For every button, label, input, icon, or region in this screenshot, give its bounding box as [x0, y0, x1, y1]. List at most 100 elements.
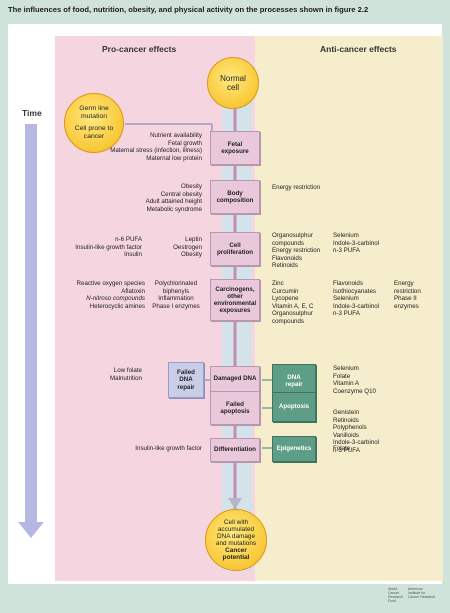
damaged-label: Damaged DNA — [213, 375, 257, 383]
germ-line-text-2: mutation — [80, 113, 108, 121]
footer-5: American — [407, 587, 423, 591]
central-arrow-head — [228, 498, 242, 509]
pro-prolif-a-3: Insulin — [124, 251, 142, 259]
pro-prolif-list-a: n-6 PUFA Insulin-like growth factor Insu… — [75, 236, 142, 259]
pro-body-2: Central obesity — [160, 190, 202, 198]
pro-damaged-list: Low folate Malnutrition — [110, 367, 142, 382]
dna-repair-2: repair — [285, 381, 303, 388]
anti-apoptosis-6: n-3 PUFA — [333, 446, 360, 454]
pro-carcin-b-1: Polychlorinated — [154, 280, 198, 287]
time-label: Time — [22, 108, 42, 118]
footer-7: Cancer Research — [407, 594, 436, 599]
apoptosis-box: Apoptosis — [272, 392, 316, 422]
pro-fetal-list: Nutrient availability Fetal growth Mater… — [110, 132, 202, 162]
aicr-logo: American Institute for Cancer Research — [407, 587, 436, 600]
pro-body-1: Obesity — [181, 183, 202, 190]
pro-carcin-b-4: Phase I enzymes — [152, 302, 200, 310]
normal-cell-circle: Normal cell — [207, 57, 259, 109]
pro-fetal-3: Maternal stress (infection, illness) — [110, 147, 202, 155]
anti-cancer-column — [255, 36, 443, 581]
pro-fetal-2: Fetal growth — [167, 139, 202, 147]
carcinogens-box: Carcinogens, other environmental exposur… — [210, 279, 260, 321]
title-bar — [0, 0, 450, 22]
germ-line-text-4: cancer — [83, 132, 105, 140]
failed-repair-1: Failed — [177, 369, 195, 377]
anti-apoptosis-1: Genistein — [333, 409, 360, 416]
germ-line-text-3: Cell prone to — [74, 124, 114, 132]
anti-epigenetics-list: Folate — [333, 445, 350, 453]
pro-prolif-a-1: n-6 PUFA — [115, 236, 142, 243]
anti-carcin-c-1: Energy — [394, 280, 414, 287]
final-cell-line-1: Cell with — [223, 518, 249, 526]
anti-cancer-header: Anti-cancer effects — [320, 44, 397, 54]
footer-6: Institute for — [407, 590, 426, 595]
anti-carcin-c-3: Phase II — [394, 295, 417, 303]
pro-prolif-b-3: Obesity — [181, 251, 202, 259]
pro-prolif-b-2: Oestrogen — [173, 243, 202, 251]
anti-dna-repair-list: Selenium Folate Vitamin A Coenzyme Q10 — [333, 365, 376, 395]
pro-carcin-list-b: Polychlorinated biphenyls Inflammation P… — [148, 280, 204, 310]
pro-carcin-a-1: Reactive oxygen species — [76, 280, 145, 287]
anti-dna-repair-3: Vitamin A — [333, 380, 360, 388]
footer-1: World — [388, 587, 398, 591]
process-track — [222, 96, 252, 571]
pro-diff-1: Insulin-like growth factor — [135, 445, 202, 452]
anti-carcin-list-a: Zinc Curcumin Lycopene Vitamin A, E, C O… — [272, 280, 314, 325]
cell-proliferation-box: Cell proliferation — [210, 232, 260, 266]
anti-body-1: Energy restriction — [272, 184, 321, 191]
failed-apop-label-2: apoptosis — [220, 408, 250, 415]
fetal-label-1: Fetal — [227, 140, 243, 148]
pro-prolif-a-2: Insulin-like growth factor — [75, 243, 142, 251]
final-cell-line-5: Cancer — [225, 547, 247, 555]
prolif-label-1: Cell — [229, 241, 241, 249]
prolif-label-2: proliferation — [216, 249, 254, 256]
pro-carcin-list-a: Reactive oxygen species Aflatoxin N-nitr… — [77, 280, 145, 310]
anti-prolif-list-a: Organosulphur compounds Energy restricti… — [272, 232, 320, 270]
anti-dna-repair-4: Coenzyme Q10 — [333, 387, 376, 395]
pro-carcin-b-3: Inflammation — [158, 295, 194, 303]
anti-carcin-list-b: Flavonoids Isothiocyanates Selenium Indo… — [333, 280, 379, 318]
pro-diff-list: Insulin-like growth factor — [135, 445, 202, 453]
epigenetics-label: Epigenetics — [276, 445, 312, 453]
anti-carcin-a-2: Curcumin — [272, 287, 299, 295]
pro-body-3: Adult attained height — [145, 198, 202, 206]
carcin-label-3: environmental — [213, 300, 257, 307]
normal-cell-line-1: Normal — [220, 74, 246, 83]
epigenetics-box: Epigenetics — [272, 436, 316, 462]
carcin-label-1: Carcinogens, — [215, 285, 255, 293]
final-cell-line-2: accumulated — [217, 525, 255, 533]
anti-carcin-c-4: enzymes — [394, 302, 419, 310]
fetal-label-2: exposure — [221, 148, 249, 155]
germ-line-text-1: Germ line — [79, 105, 109, 113]
anti-carcin-b-1: Flavonoids — [333, 280, 363, 287]
pro-damaged-1: Low folate — [113, 367, 142, 374]
anti-body-list: Energy restriction — [272, 184, 320, 192]
fetal-exposure-box: Fetal exposure — [210, 131, 260, 165]
final-cell-line-3: DNA damage — [216, 532, 255, 540]
anti-dna-repair-2: Folate — [333, 372, 351, 380]
final-cell-line-4: and mutations — [215, 540, 257, 547]
anti-carcin-b-2: Isothiocyanates — [333, 287, 376, 295]
pro-fetal-4: Maternal low protein — [146, 154, 202, 162]
anti-epigenetics-1: Folate — [333, 445, 351, 452]
pro-prolif-b-1: Leptin — [185, 236, 202, 243]
differentiation-box: Differentiation — [210, 438, 260, 462]
footer-4: Fund — [388, 598, 396, 603]
anti-prolif-a-1: Organosulphur — [272, 232, 313, 239]
footer-3: Research — [388, 594, 403, 599]
pro-carcin-a-4: Heterocyclic amines — [89, 302, 145, 310]
pro-carcin-a-2: Aflatoxin — [121, 287, 145, 295]
anti-carcin-b-4: Indole-3-carbinol — [333, 302, 380, 310]
cancer-potential-circle: Cell with accumulated DNA damage and mut… — [205, 509, 267, 571]
anti-apoptosis-2: Retinoids — [333, 416, 359, 424]
anti-carcin-a-4: Vitamin A, E, C — [272, 302, 314, 310]
failed-repair-3: repair — [177, 383, 195, 391]
pro-body-list: Obesity Central obesity Adult attained h… — [146, 183, 202, 213]
anti-prolif-a-2: compounds — [272, 239, 304, 247]
pro-fetal-1: Nutrient availability — [150, 132, 202, 139]
anti-apoptosis-list: Genistein Retinoids Polyphenols Vanilloi… — [333, 409, 379, 454]
anti-apoptosis-3: Polyphenols — [333, 424, 367, 432]
diff-label: Differentiation — [214, 446, 256, 454]
pro-prolif-list-b: Leptin Oestrogen Obesity — [173, 236, 202, 259]
anti-prolif-b-1: Selenium — [333, 232, 359, 239]
